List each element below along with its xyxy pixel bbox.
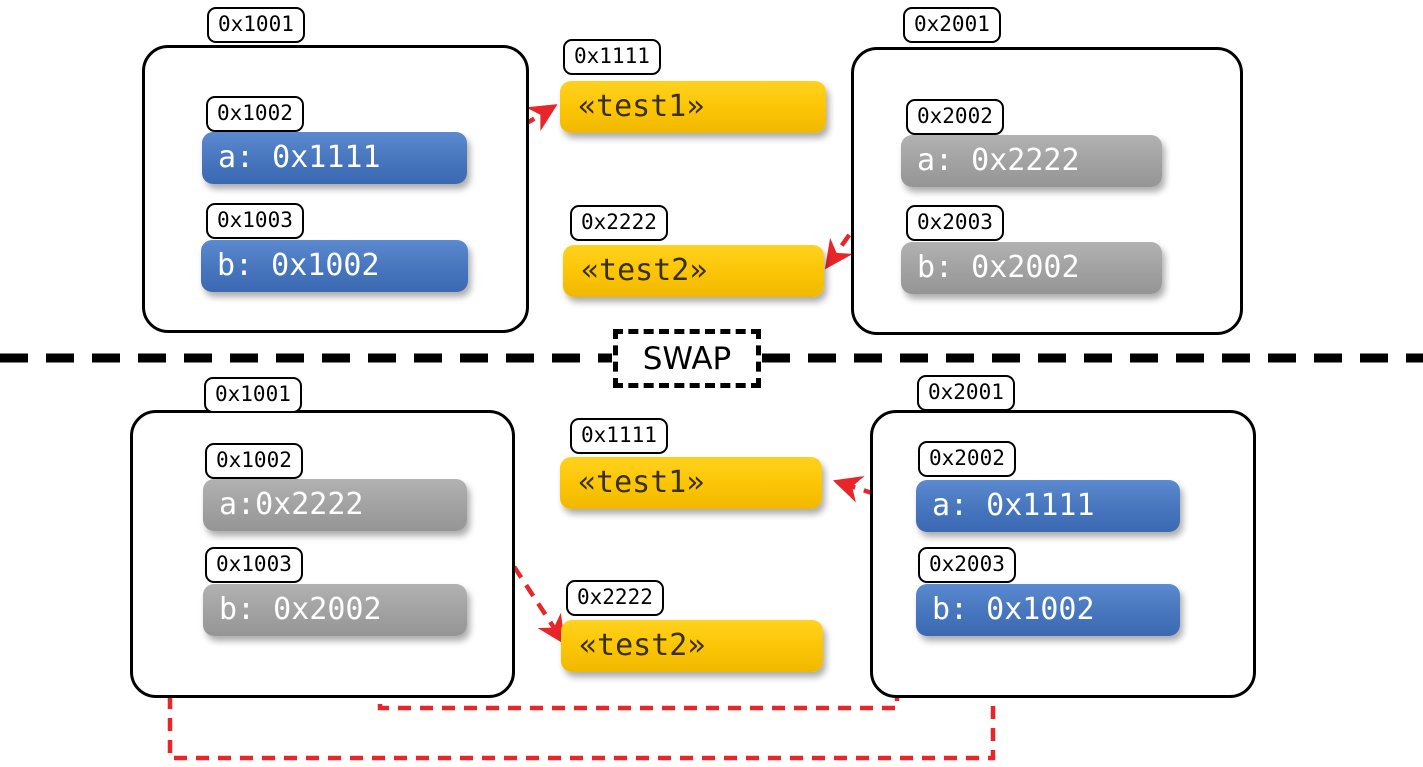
slot-value-after-left-1: b: 0x2002 xyxy=(203,584,467,636)
slot-value-after-right-0: a: 0x1111 xyxy=(916,480,1180,532)
object-address-after-0: 0x1111 xyxy=(570,418,668,454)
slot-address-before-left-1: 0x1003 xyxy=(206,203,304,239)
slot-address-after-left-1: 0x1003 xyxy=(205,547,303,583)
slot-address-after-right-0: 0x2002 xyxy=(918,441,1016,477)
object-value-after-1: «test2» xyxy=(561,620,823,672)
object-address-after-1: 0x2222 xyxy=(566,580,664,616)
object-address-before-0: 0x1111 xyxy=(563,39,661,75)
object-value-before-1: «test2» xyxy=(563,245,824,297)
frame-before-left-address: 0x1001 xyxy=(207,7,305,43)
slot-value-before-right-0: a: 0x2222 xyxy=(901,135,1162,187)
object-value-after-0: «test1» xyxy=(560,457,822,509)
slot-address-after-left-0: 0x1002 xyxy=(205,443,303,479)
frame-after-left-address: 0x1001 xyxy=(204,377,302,413)
frame-before-right-address: 0x2001 xyxy=(903,7,1001,43)
frame-after-right-address: 0x2001 xyxy=(917,375,1015,411)
slot-value-after-left-0: a:0x2222 xyxy=(203,479,467,531)
slot-value-after-right-1: b: 0x1002 xyxy=(916,584,1180,636)
frame-after-left xyxy=(130,410,515,698)
slot-address-before-right-0: 0x2002 xyxy=(906,99,1004,135)
slot-value-before-right-1: b: 0x2002 xyxy=(901,242,1162,294)
slot-value-before-left-1: b: 0x1002 xyxy=(201,240,468,292)
object-value-before-0: «test1» xyxy=(560,81,826,133)
slot-address-before-left-0: 0x1002 xyxy=(206,96,304,132)
object-address-before-1: 0x2222 xyxy=(570,205,668,241)
slot-address-after-right-1: 0x2003 xyxy=(918,547,1016,583)
swap-divider-label: SWAP xyxy=(613,329,761,388)
slot-value-before-left-0: a: 0x1111 xyxy=(202,132,467,184)
slot-address-before-right-1: 0x2003 xyxy=(906,205,1004,241)
